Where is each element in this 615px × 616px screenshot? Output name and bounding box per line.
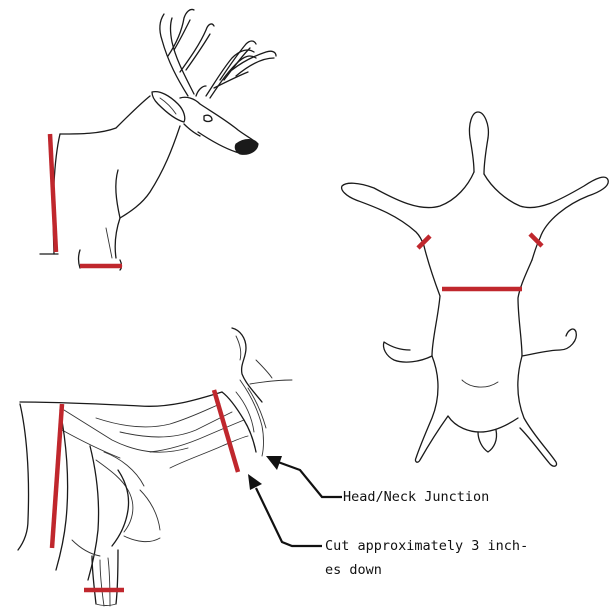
deer-side-view (40, 9, 276, 270)
cut-instruction-label-line2: es down (325, 559, 382, 581)
leader-head-neck (266, 456, 342, 497)
cut-mark-closeup-shoulder (52, 404, 62, 548)
deer-body (40, 96, 180, 270)
cut-instruction-label-line1: Cut approximately 3 inch- (325, 535, 528, 557)
cut-mark-shoulder (50, 134, 56, 252)
head-neck-junction-label: Head/Neck Junction (343, 486, 489, 508)
skinned-neck-closeup (18, 328, 292, 606)
antlers (160, 9, 276, 98)
deer-nose (235, 140, 258, 155)
deer-carcass-top-view (342, 112, 609, 466)
